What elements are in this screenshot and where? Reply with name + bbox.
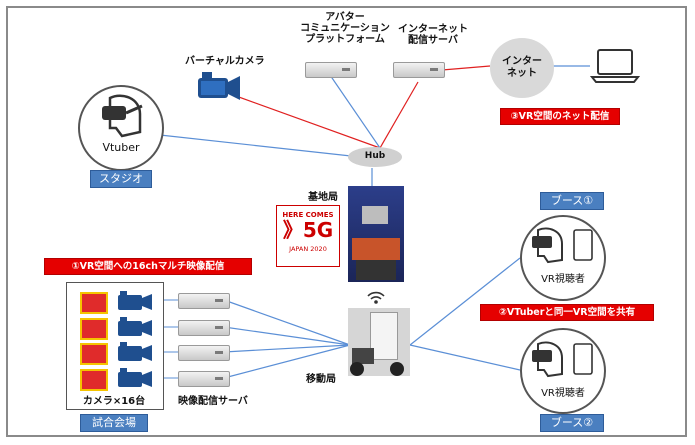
video-server-icon-3 [178,345,230,361]
booth1-viewer-icon [532,227,593,264]
wire-platform-hub [329,74,381,149]
callout-multi-video: ①VR空間への16chマルチ映像配信 [44,258,252,275]
wire-internet-server-internet [441,65,491,71]
video-server-icon-2 [178,320,230,336]
callout-shared-space: ②VTuberと同一VR空間を共有 [480,304,654,321]
video-server-icon-1 [178,293,230,309]
5g-badge-bottom: JAPAN 2020 [289,245,327,253]
internet-server-icon [393,62,445,78]
venue-badge: 試合会場 [80,414,148,432]
studio-badge: スタジオ [90,170,152,188]
avatar-platform-server-icon [305,62,357,78]
wire-internet-server-hub [379,81,419,149]
callout-net-delivery: ③VR空間のネット配信 [500,108,620,125]
vtuber-circle [78,85,164,171]
wire-server3-mobile [223,344,351,353]
wire-studio-hub [159,134,361,158]
booth2-viewer-icon [532,341,593,378]
base-station-label: 基地局 [308,192,338,203]
video-server-icon-4 [178,371,230,387]
mobile-station-photo [348,308,410,376]
virtual-camera-icon [198,72,240,100]
cameras-label: カメラ×16台 [82,396,146,407]
wire-mobile-booth1 [409,257,521,346]
5g-badge-main: 》5G [282,218,334,242]
virtual-camera-label: バーチャルカメラ [185,56,265,67]
internet-label: インター ネット [502,56,542,79]
camera-icon-4 [118,368,152,387]
wire-server4-mobile [223,344,351,379]
mobile-station-label: 移動局 [306,374,336,385]
video-thumb-2 [80,318,108,340]
video-thumb-1 [80,292,108,314]
wire-server1-mobile [223,299,351,346]
camera-icon-2 [118,317,152,336]
internet-server-label: インターネット 配信サーバ [398,24,468,46]
hub-label: Hub [364,151,386,161]
video-server-label: 映像配信サーバ [178,396,248,407]
base-station-photo [348,186,404,282]
booth2-viewer-label: VR視聴者 [541,388,585,399]
camera-icon-1 [118,291,152,310]
5g-badge-top: HERE COMES [282,211,334,219]
booth1-viewer-label: VR視聴者 [541,274,585,285]
vtuber-label: Vtuber [102,141,140,154]
wire-server2-mobile [223,326,351,346]
booth2-badge: ブース② [540,414,604,432]
hub-ellipse [348,147,402,167]
internet-bubble [490,38,554,98]
vr-headset-icon [102,94,143,138]
video-thumb-4 [80,369,108,391]
wire-camera-hub [224,91,381,149]
booth1-badge: ブース① [540,192,604,210]
wire-mobile-booth2 [409,344,521,371]
camera-icon-3 [118,342,152,361]
5g-badge: HERE COMES 》5G JAPAN 2020 [276,205,340,267]
diagram-frame [6,6,687,437]
video-thumb-3 [80,343,108,365]
avatar-platform-label: アバター コミュニケーション プラットフォーム [300,12,390,45]
wireless-signal-icon [367,291,385,304]
laptop-icon [590,49,640,83]
